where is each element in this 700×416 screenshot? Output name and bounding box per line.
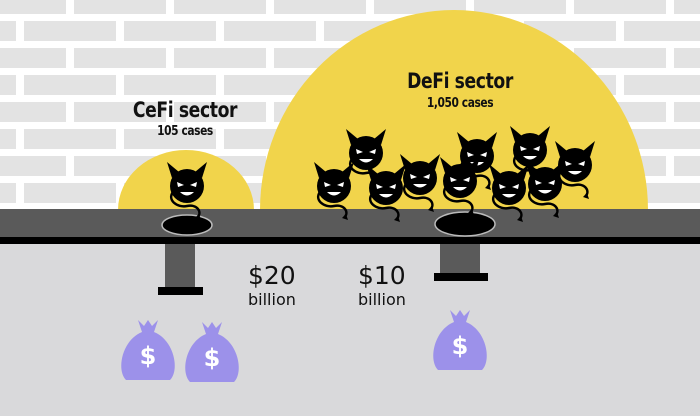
defi-pipe-icon bbox=[440, 244, 480, 274]
defi-manhole-icon bbox=[434, 211, 496, 237]
cefi-pipe-icon bbox=[165, 244, 195, 288]
defi-amount: $10 billion bbox=[358, 262, 406, 310]
cefi-amount-unit: billion bbox=[248, 290, 296, 309]
cefi-cases: 105 cases bbox=[157, 124, 213, 139]
defi-amount-value: $10 bbox=[358, 261, 406, 290]
defi-amount-unit: billion bbox=[358, 290, 406, 309]
defi-title: DeFi sector bbox=[407, 69, 513, 93]
cefi-manhole-icon bbox=[161, 214, 213, 236]
defi-cases: 1,050 cases bbox=[426, 96, 494, 111]
cefi-amount: $20 billion bbox=[248, 262, 296, 310]
cefi-amount-value: $20 bbox=[248, 261, 296, 290]
cefi-title: CeFi sector bbox=[132, 98, 238, 122]
